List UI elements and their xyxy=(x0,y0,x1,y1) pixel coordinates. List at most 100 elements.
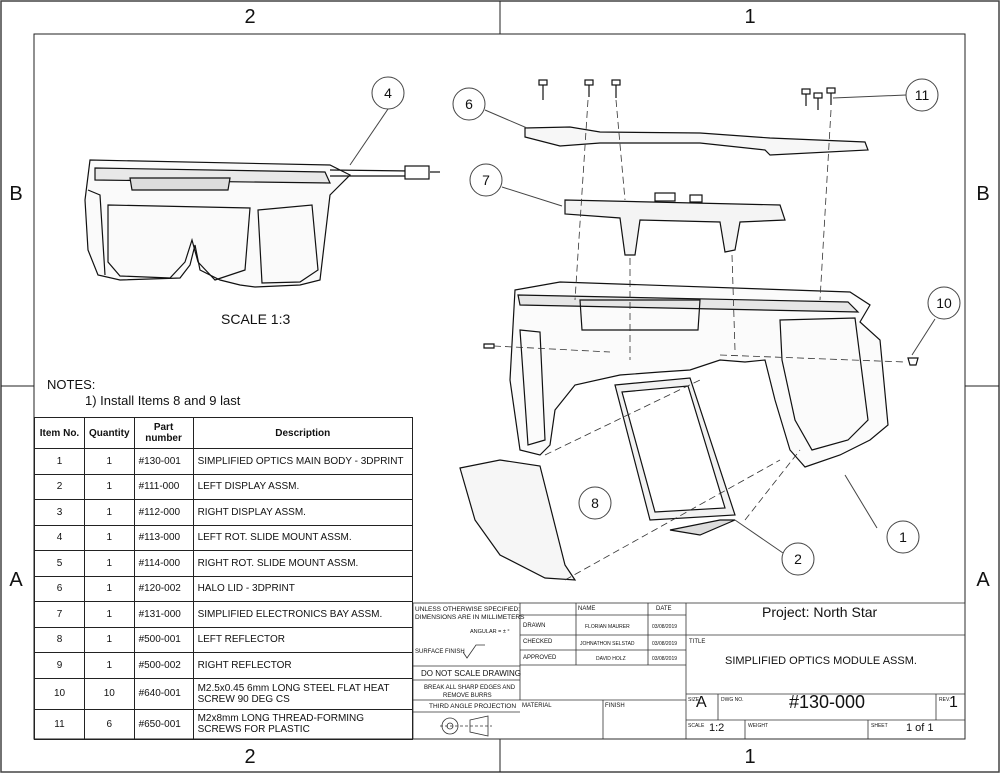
bom-desc: LEFT DISPLAY ASSM. xyxy=(192,473,414,500)
tb-scale: 1:2 xyxy=(709,722,725,734)
tb-approved-label: APPROVED xyxy=(523,655,557,661)
tb-drawn-name: FLORIAN MAURER xyxy=(585,624,630,630)
tb-surface-finish: SURFACE FINISH xyxy=(415,649,465,655)
bom-item: 10 xyxy=(34,677,85,710)
bom-desc: SIMPLIFIED ELECTRONICS BAY ASSM. xyxy=(192,601,414,628)
bom-desc: LEFT REFLECTOR xyxy=(192,626,414,653)
bom-desc: RIGHT REFLECTOR xyxy=(192,652,414,679)
bom-part: #130-001 xyxy=(133,448,194,475)
bom-header-description: Description xyxy=(192,417,414,449)
zone-left-b: B xyxy=(9,183,23,205)
zone-bottom-1: 1 xyxy=(744,746,756,768)
bom-item: 4 xyxy=(34,524,85,551)
bill-of-materials: Item No. Quantity Part number Descriptio… xyxy=(34,417,414,740)
tb-checked-label: CHECKED xyxy=(523,639,553,645)
bom-desc: HALO LID - 3DPRINT xyxy=(192,575,414,602)
zone-right-a: A xyxy=(976,569,990,591)
bom-qty: 6 xyxy=(84,708,135,740)
zone-right-b: B xyxy=(976,183,990,205)
screws-item-11-left xyxy=(538,79,621,100)
bom-item: 3 xyxy=(34,499,85,526)
title-block-lines xyxy=(412,602,966,740)
tb-name-header: NAME xyxy=(578,606,596,612)
bom-part: #113-000 xyxy=(133,524,194,551)
tb-sheet: 1 of 1 xyxy=(906,722,934,734)
tb-project: Project: North Star xyxy=(762,604,878,620)
screws-item-11-right xyxy=(801,87,836,110)
tb-rev: 1 xyxy=(949,694,958,711)
bom-desc: LEFT ROT. SLIDE MOUNT ASSM. xyxy=(192,524,414,551)
tb-third-angle: THIRD ANGLE PROJECTION xyxy=(429,703,517,710)
bom-part: #111-000 xyxy=(133,473,194,500)
bom-desc: RIGHT DISPLAY ASSM. xyxy=(192,499,414,526)
bom-desc: M2.5x0.45 6mm LONG STEEL FLAT HEAT SCREW… xyxy=(192,677,414,710)
balloon-2: 2 xyxy=(794,551,802,567)
reflector-part xyxy=(459,459,577,581)
bom-qty: 1 xyxy=(84,499,135,526)
assembled-view xyxy=(84,159,440,288)
bom-qty: 1 xyxy=(84,575,135,602)
balloon-6: 6 xyxy=(465,96,473,112)
tb-do-not-scale: DO NOT SCALE DRAWING xyxy=(421,669,522,678)
bom-part: #650-001 xyxy=(133,708,194,740)
bom-part: #131-000 xyxy=(133,601,194,628)
tb-scale-label: SCALE xyxy=(688,723,705,729)
exploded-view xyxy=(459,79,919,581)
electronics-bay-part xyxy=(564,199,786,256)
tb-title: SIMPLIFIED OPTICS MODULE ASSM. xyxy=(725,655,917,667)
bom-part: #112-000 xyxy=(133,499,194,526)
bom-header-quantity: Quantity xyxy=(84,417,135,449)
halo-lid-part xyxy=(524,126,869,156)
bom-desc: RIGHT ROT. SLIDE MOUNT ASSM. xyxy=(192,550,414,577)
bom-qty: 1 xyxy=(84,473,135,500)
bom-qty: 1 xyxy=(84,524,135,551)
tb-drawn-date: 03/08/2019 xyxy=(652,624,678,630)
bom-part: #120-002 xyxy=(133,575,194,602)
tb-rev-label: REV. xyxy=(939,697,951,703)
tb-approved-name: DAVID HOLZ xyxy=(596,656,626,662)
bom-part: #640-001 xyxy=(133,677,194,710)
tb-title-label: TITLE xyxy=(689,639,706,645)
balloon-8: 8 xyxy=(591,495,599,511)
tb-break-edges-1: BREAK ALL SHARP EDGES AND xyxy=(424,685,516,691)
main-body-part xyxy=(509,281,889,468)
tb-break-edges-2: REMOVE BURRS xyxy=(443,693,492,699)
bom-part: #114-000 xyxy=(133,550,194,577)
bom-header-row: Item No. Quantity Part number Descriptio… xyxy=(34,417,414,449)
tb-approved-date: 03/08/2019 xyxy=(652,656,678,662)
bom-item: 5 xyxy=(34,550,85,577)
tb-dwg-label: DWG NO. xyxy=(721,697,744,703)
tb-date-header: DATE xyxy=(656,606,672,612)
bom-part: #500-002 xyxy=(133,652,194,679)
assembly-lines xyxy=(493,99,906,581)
tb-drawn-label: DRAWN xyxy=(523,623,546,629)
tb-material-label: MATERIAL xyxy=(522,703,552,709)
tb-size-label: SIZE xyxy=(688,697,700,703)
tb-angular: ANGULAR = ± ° xyxy=(470,629,510,635)
bom-item: 1 xyxy=(34,448,85,475)
tb-size: A xyxy=(696,694,707,711)
notes-heading: NOTES: xyxy=(47,377,96,392)
scale-label: SCALE 1:3 xyxy=(221,311,291,327)
bom-item: 8 xyxy=(34,626,85,653)
bom-qty: 1 xyxy=(84,601,135,628)
note-1: 1) Install Items 8 and 9 last xyxy=(85,393,241,408)
notes: NOTES: 1) Install Items 8 and 9 last xyxy=(47,377,240,409)
bom-header-item: Item No. xyxy=(34,417,85,449)
tb-dims: DIMENSIONS ARE IN MILLIMETERS xyxy=(415,614,525,621)
tb-sheet-label: SHEET xyxy=(871,723,888,729)
bom-qty: 10 xyxy=(84,677,135,710)
tb-finish-label: FINISH xyxy=(605,703,625,709)
bom-part: #500-001 xyxy=(133,626,194,653)
